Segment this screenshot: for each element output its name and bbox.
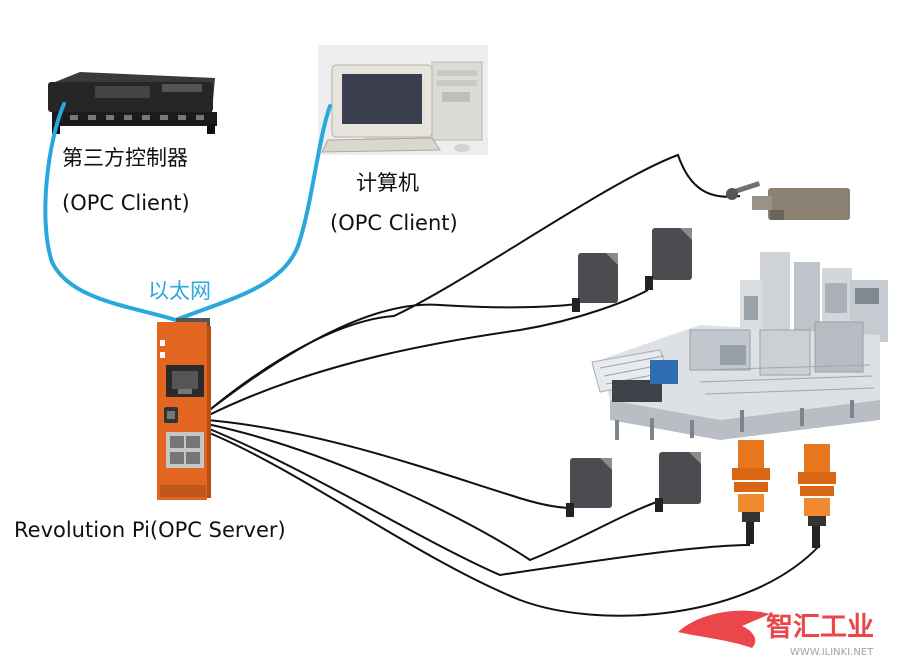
proximity-sensor	[732, 440, 770, 544]
third-party-controller-device	[48, 72, 217, 134]
ethernet-label: 以太网	[148, 279, 211, 303]
proximity-sensors	[732, 440, 836, 548]
watermark-logo-icon	[678, 610, 770, 648]
watermark-url: WWW.ILINKI.NET	[790, 647, 874, 658]
ethernet-cable-controller	[43, 102, 178, 322]
photoelectric-sensor	[572, 253, 618, 312]
computer-role-label: (OPC Client)	[330, 211, 458, 235]
photoelectric-sensors	[566, 228, 701, 517]
ethernet-cable-computer	[174, 104, 332, 322]
production-line-machine	[591, 252, 888, 440]
watermark-text: 智汇工业	[766, 612, 874, 643]
computer-device	[318, 45, 488, 155]
third-party-controller-role-label: (OPC Client)	[62, 191, 190, 215]
photoelectric-sensor	[655, 452, 701, 512]
watermark: 智汇工业 WWW.ILINKI.NET	[678, 610, 874, 658]
ethernet-cables	[43, 102, 332, 322]
third-party-controller-label: 第三方控制器	[62, 146, 188, 170]
revolution-pi-module	[157, 318, 211, 500]
signal-cables	[206, 153, 821, 617]
photoelectric-sensor	[645, 228, 692, 290]
limit-switch	[726, 181, 850, 220]
computer-label: 计算机	[356, 171, 419, 195]
proximity-sensor	[798, 444, 836, 548]
revolution-pi-label: Revolution Pi(OPC Server)	[14, 518, 286, 542]
photoelectric-sensor	[566, 458, 612, 517]
